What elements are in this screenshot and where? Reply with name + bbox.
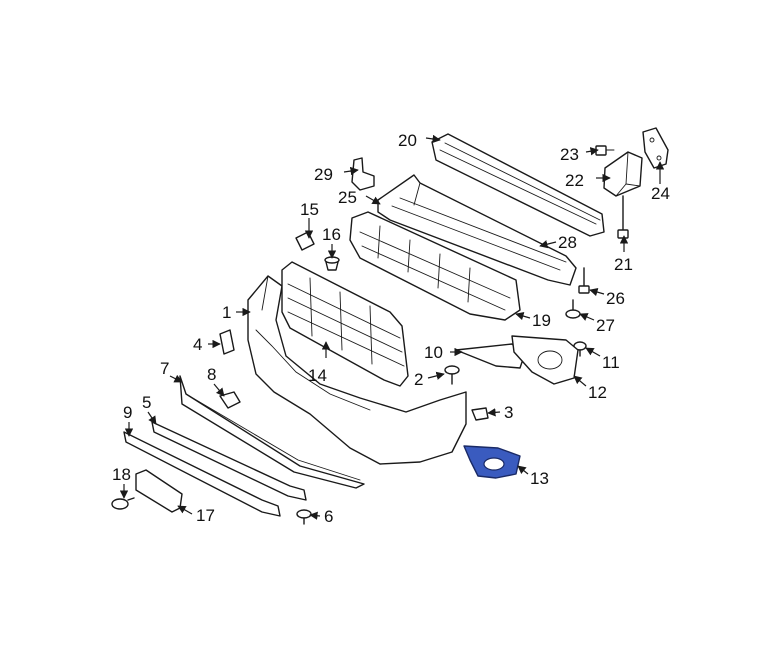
callout-18: 18 [112, 465, 131, 484]
callout-9: 9 [123, 403, 132, 422]
part-1-bumper-cover[interactable] [247, 275, 467, 465]
part-10-trim[interactable] [455, 343, 525, 369]
part-18-clip[interactable] [111, 497, 135, 510]
part-27-screw[interactable] [565, 299, 581, 319]
callout-16: 16 [322, 225, 341, 244]
part-8-bracket[interactable] [219, 391, 241, 409]
part-20-reinforcement-beam[interactable] [431, 133, 605, 237]
callout-2: 2 [414, 370, 423, 389]
part-15-bracket[interactable] [295, 231, 315, 251]
callout-13: 13 [530, 469, 549, 488]
part-17-plate-bracket[interactable] [135, 469, 183, 513]
part-19-energy-absorber[interactable] [349, 211, 521, 321]
callout-4: 4 [193, 335, 202, 354]
part-2-clip[interactable] [444, 365, 460, 385]
callout-17: 17 [196, 506, 215, 525]
part-11-screw[interactable] [573, 341, 587, 357]
callout-28: 28 [558, 233, 577, 252]
part-6-clip[interactable] [296, 509, 312, 525]
callout-27: 27 [596, 316, 615, 335]
part-7-lower-strip[interactable] [179, 375, 365, 489]
callout-26: 26 [606, 289, 625, 308]
part-4-pad[interactable] [219, 329, 235, 355]
part-23-bolt[interactable] [595, 145, 615, 156]
leader-lines [119, 134, 665, 520]
part-24-bracket[interactable] [642, 127, 669, 169]
part-14-grille[interactable] [281, 261, 409, 387]
callout-14: 14 [308, 366, 327, 385]
callout-11: 11 [602, 353, 620, 372]
callout-6: 6 [324, 507, 333, 526]
part-9-spoiler[interactable] [123, 431, 281, 517]
callout-22: 22 [565, 171, 584, 190]
part-21-long-bolt[interactable] [617, 195, 629, 239]
callout-1: 1 [222, 303, 231, 322]
part-5-lower-trim[interactable] [151, 421, 307, 501]
callout-15: 15 [300, 200, 319, 219]
part-22-crash-box[interactable] [603, 151, 643, 197]
callout-21: 21 [614, 255, 633, 274]
callout-24: 24 [651, 184, 670, 203]
callout-12: 12 [588, 383, 607, 402]
callout-10: 10 [424, 343, 443, 362]
callout-7: 7 [160, 359, 169, 378]
callout-20: 20 [398, 131, 417, 150]
part-28-upper-bracket[interactable] [377, 174, 577, 286]
callout-labels: 20 23 22 24 29 25 15 16 28 21 26 27 19 1… [112, 131, 670, 526]
part-26-bolt[interactable] [578, 267, 590, 294]
part-3-grommet[interactable] [471, 407, 489, 421]
callout-8: 8 [207, 365, 216, 384]
callout-23: 23 [560, 145, 579, 164]
callout-25: 25 [338, 188, 357, 207]
part-29-bracket[interactable] [351, 157, 375, 191]
part-12-bezel[interactable] [511, 335, 579, 385]
callout-19: 19 [532, 311, 551, 330]
callout-3: 3 [504, 403, 513, 422]
callout-29: 29 [314, 165, 333, 184]
part-13-bracket-highlighted[interactable] [463, 445, 521, 479]
callout-5: 5 [142, 393, 151, 412]
part-16-clip[interactable] [324, 256, 340, 271]
